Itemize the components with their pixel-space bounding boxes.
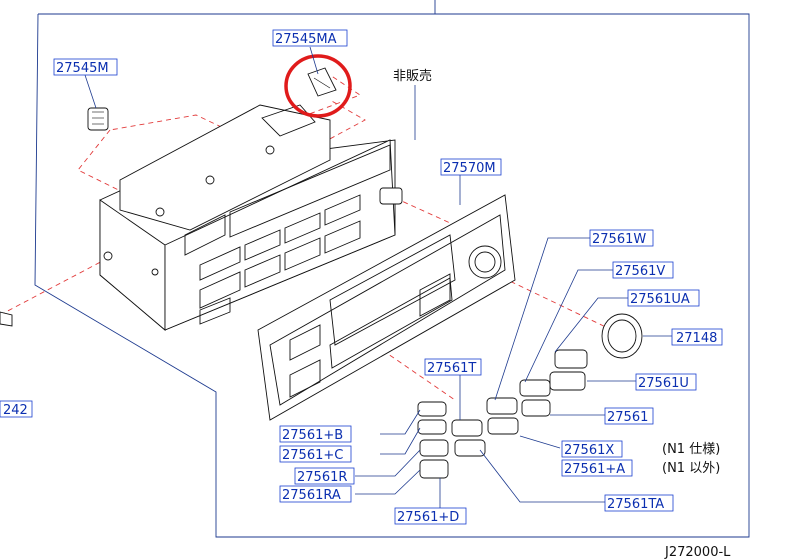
part-label-27561w[interactable]: 27561W <box>589 229 654 247</box>
part-label-27561-d[interactable]: 27561+D <box>394 507 467 525</box>
part-label-27148[interactable]: 27148 <box>671 328 723 346</box>
part-label-27561-b[interactable]: 27561+B <box>279 425 352 443</box>
footer-code: J272000-L <box>664 545 731 560</box>
svg-text:27148: 27148 <box>676 331 717 346</box>
part-label-27545m[interactable]: 27545M <box>53 58 118 76</box>
finisher-bezel <box>257 194 516 421</box>
knob-27148 <box>601 313 643 359</box>
part-label-27561t[interactable]: 27561T <box>424 358 482 376</box>
svg-text:27561UA: 27561UA <box>630 292 690 307</box>
svg-text:27561TA: 27561TA <box>607 497 664 512</box>
svg-text:27561X: 27561X <box>564 443 614 458</box>
note-n1-other: (N1 以外) <box>662 461 720 476</box>
svg-text:27561+D: 27561+D <box>397 510 459 525</box>
part-label-27561r[interactable]: 27561R <box>294 467 355 485</box>
part-label-27561-a[interactable]: 27561+A <box>561 459 633 477</box>
part-label-27561x[interactable]: 27561X <box>561 440 623 458</box>
button-set <box>417 349 588 479</box>
svg-text:27561+C: 27561+C <box>282 448 343 463</box>
highlight-circle <box>284 54 352 118</box>
svg-text:242: 242 <box>3 403 28 418</box>
note-not-for-sale: 非販売 <box>393 68 432 84</box>
part-label-27561[interactable]: 27561 <box>604 407 654 425</box>
leader-lines <box>84 46 672 508</box>
screw-27545m <box>87 107 109 131</box>
svg-text:27561W: 27561W <box>592 232 646 247</box>
part-label-27561-c[interactable]: 27561+C <box>279 445 352 463</box>
screw-unit-right <box>379 187 403 205</box>
screw-left-edge <box>0 311 13 327</box>
part-label-27545ma[interactable]: 27545MA <box>272 29 348 47</box>
control-unit-body <box>99 104 396 331</box>
part-label-27561v[interactable]: 27561V <box>612 261 674 279</box>
svg-text:27561RA: 27561RA <box>282 488 341 503</box>
svg-text:27561R: 27561R <box>297 470 347 485</box>
svg-text:27561+B: 27561+B <box>282 428 343 443</box>
svg-text:27545MA: 27545MA <box>275 32 337 47</box>
part-label-27561ta[interactable]: 27561TA <box>604 494 674 512</box>
svg-text:27545M: 27545M <box>56 61 109 76</box>
part-label-27561ra[interactable]: 27561RA <box>279 485 352 503</box>
svg-text:27570M: 27570M <box>443 161 496 176</box>
note-n1-spec: (N1 仕様) <box>662 442 720 457</box>
diagram-frame <box>34 0 750 538</box>
svg-text:27561: 27561 <box>607 410 648 425</box>
part-label-27561u[interactable]: 27561U <box>635 373 697 391</box>
part-label-27570m[interactable]: 27570M <box>440 158 502 176</box>
part-label-242[interactable]: 242 <box>0 400 33 418</box>
svg-text:27561+A: 27561+A <box>564 462 625 477</box>
svg-text:27561U: 27561U <box>638 376 689 391</box>
part-label-27561ua[interactable]: 27561UA <box>627 289 700 307</box>
screw-27545ma <box>307 67 337 97</box>
svg-text:27561T: 27561T <box>427 361 476 376</box>
svg-text:27561V: 27561V <box>615 264 665 279</box>
